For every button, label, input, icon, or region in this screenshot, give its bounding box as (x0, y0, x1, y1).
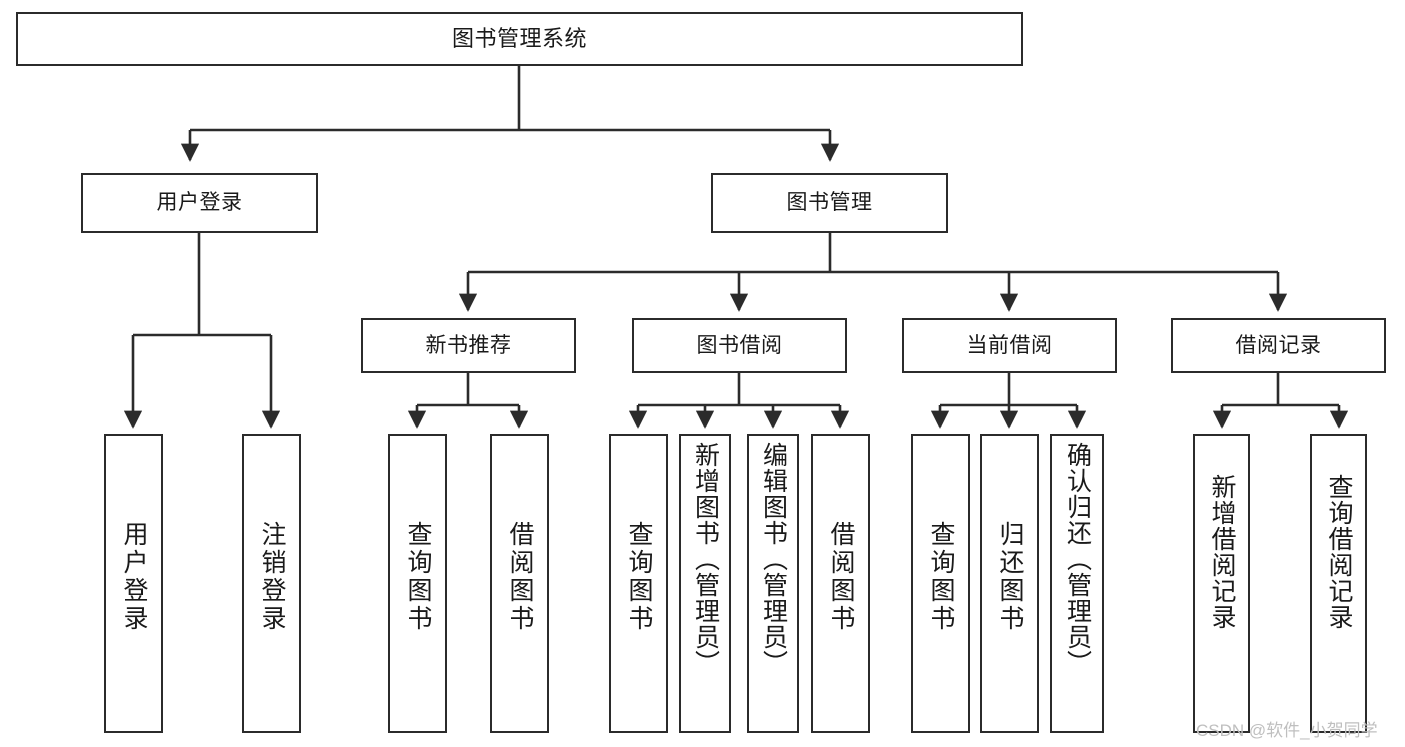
node-label: 编辑图书（管理员） (759, 442, 788, 676)
node-label: 新增借阅记录 (1208, 474, 1236, 630)
node-leaf-return-book[interactable]: 归还图书 (980, 434, 1039, 733)
node-label: 用户登录 (156, 191, 243, 215)
node-borrow-record[interactable]: 借阅记录 (1171, 318, 1386, 373)
node-leaf-edit-book[interactable]: 编辑图书（管理员） (747, 434, 799, 733)
node-label: 查询图书 (625, 521, 653, 633)
node-label: 图书管理 (786, 191, 873, 215)
watermark-text: CSDN @软件_小贺同学 (1196, 721, 1378, 740)
node-label: 查询图书 (404, 521, 432, 633)
node-leaf-borrow-book-2[interactable]: 借阅图书 (811, 434, 870, 733)
node-leaf-query-book-2[interactable]: 查询图书 (609, 434, 668, 733)
node-book-management[interactable]: 图书管理 (711, 173, 948, 233)
node-leaf-user-login[interactable]: 用户登录 (104, 434, 163, 733)
node-leaf-confirm-return[interactable]: 确认归还（管理员） (1050, 434, 1104, 733)
node-label: 借阅图书 (827, 521, 855, 633)
node-label: 图书管理系统 (451, 25, 587, 51)
node-label: 查询借阅记录 (1325, 474, 1353, 630)
node-new-book-recommend[interactable]: 新书推荐 (361, 318, 576, 373)
node-label: 用户登录 (120, 521, 148, 633)
node-label: 借阅记录 (1235, 333, 1322, 357)
node-leaf-add-book[interactable]: 新增图书（管理员） (679, 434, 731, 733)
node-label: 确认归还（管理员） (1063, 442, 1092, 676)
node-leaf-user-logout[interactable]: 注销登录 (242, 434, 301, 733)
node-label: 图书借阅 (696, 333, 783, 357)
node-root-system[interactable]: 图书管理系统 (16, 12, 1023, 66)
node-user-login[interactable]: 用户登录 (81, 173, 318, 233)
node-leaf-query-record[interactable]: 查询借阅记录 (1310, 434, 1367, 733)
node-leaf-borrow-book-1[interactable]: 借阅图书 (490, 434, 549, 733)
node-label: 当前借阅 (966, 333, 1053, 357)
node-book-borrow[interactable]: 图书借阅 (632, 318, 847, 373)
node-label: 查询图书 (927, 521, 955, 633)
node-current-borrow[interactable]: 当前借阅 (902, 318, 1117, 373)
node-label: 新增图书（管理员） (691, 442, 720, 676)
node-label: 新书推荐 (425, 333, 512, 357)
node-label: 借阅图书 (506, 521, 534, 633)
node-leaf-query-book-1[interactable]: 查询图书 (388, 434, 447, 733)
node-leaf-add-record[interactable]: 新增借阅记录 (1193, 434, 1250, 733)
node-label: 归还图书 (996, 521, 1024, 633)
node-label: 注销登录 (258, 521, 286, 633)
node-leaf-query-book-3[interactable]: 查询图书 (911, 434, 970, 733)
